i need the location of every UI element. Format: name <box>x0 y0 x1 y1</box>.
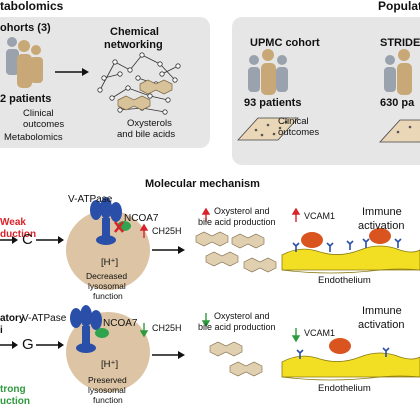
upmc-clinical: Clinical <box>278 116 309 127</box>
row2-cell-text-1: Preserved <box>88 375 127 385</box>
stride-title: STRIDE <box>380 37 420 49</box>
upmc-sample-plate-icon <box>237 117 299 141</box>
endothelium-2 <box>281 352 420 381</box>
flow-arrow-icon <box>55 68 89 76</box>
row1-immune-2: activation <box>358 220 405 232</box>
oxysterol-molecules-1 <box>195 231 277 273</box>
row2-cell-text-3: function <box>93 395 123 405</box>
row2-immune-1: Immune <box>362 305 402 317</box>
row1-side-label-1: Weak <box>0 217 26 228</box>
row2-side-label-3: trong <box>0 384 26 395</box>
row1-oxysterol-2: bile acid production <box>198 217 276 227</box>
upmc-outcomes: outcomes <box>278 127 320 138</box>
metabolomics-label: Metabolomics <box>4 132 63 143</box>
row2-immune-2: activation <box>358 319 405 331</box>
up-arrow-icons <box>139 207 301 238</box>
row2-ncoa7-label: NCOA7 <box>103 318 138 329</box>
row1-vatpase-label: V-ATPase <box>68 194 113 205</box>
endothelium-1 <box>281 245 420 274</box>
immune-cells-2 <box>329 338 351 354</box>
right-section-header: Populati <box>378 0 420 13</box>
row2-oxysterol-2: bile acid production <box>198 322 276 332</box>
allele-arrow-4 <box>36 341 64 349</box>
stride-sample-plate-icon <box>379 119 420 143</box>
oxysterol-molecules-2 <box>209 341 263 377</box>
immune-cells-1 <box>301 228 391 248</box>
left-section-header: tabolomics <box>0 0 64 13</box>
ch25h-arrow-2 <box>152 351 185 359</box>
row2-side-label-2: i <box>0 325 3 336</box>
row2-vatpase-label: V-ATPase <box>22 313 67 324</box>
vcam1-receptors-1 <box>292 238 402 252</box>
row2-oxysterol-1: Oxysterol and <box>214 311 270 321</box>
vcam1-receptors-2 <box>296 347 390 359</box>
allele-arrow-1 <box>0 236 18 244</box>
upmc-patients: 93 patients <box>244 97 302 109</box>
stride-people-icon <box>384 49 412 95</box>
ncoa7-icon-1 <box>114 221 131 233</box>
vatpase-icon-2 <box>70 305 102 353</box>
row1-ch25h: CH25H <box>152 226 182 236</box>
row1-vcam1: VCAM1 <box>304 211 336 221</box>
row1-immune-1: Immune <box>362 206 402 218</box>
row1-endothelium: Endothelium <box>318 275 371 286</box>
outcomes-label: outcomes <box>23 119 65 130</box>
upmc-people-icon <box>248 49 288 95</box>
ncoa7-icon-2 <box>95 328 109 338</box>
row2-cell-text-2: lysosomal <box>88 385 126 395</box>
row1-allele: C <box>22 231 33 248</box>
network-caption-1: Oxysterols <box>127 118 172 129</box>
row1-hplus: [H⁺] <box>101 257 119 268</box>
down-arrow-icons <box>139 313 301 343</box>
row2-ch25h: CH25H <box>152 323 182 333</box>
stride-patients: 630 pa <box>380 97 415 109</box>
cohort-people-icon <box>6 37 43 88</box>
row1-oxysterol-1: Oxysterol and <box>214 206 270 216</box>
row2-vcam1: VCAM1 <box>304 328 336 338</box>
patients-count: 2 patients <box>0 93 52 105</box>
ch25h-arrow-1 <box>152 246 185 254</box>
cohorts-title: ohorts (3) <box>0 22 51 34</box>
cell-1 <box>66 210 150 290</box>
row2-endothelium: Endothelium <box>318 383 371 394</box>
row2-hplus: [H⁺] <box>101 359 119 370</box>
allele-arrow-2 <box>36 236 64 244</box>
allele-arrow-3 <box>0 341 18 349</box>
row1-side-label-2: duction <box>0 229 37 240</box>
network-title-2: networking <box>104 39 163 51</box>
network-title-1: Chemical <box>110 26 159 38</box>
row1-cell-text-3: function <box>93 291 123 301</box>
row1-ncoa7-label: NCOA7 <box>124 213 159 224</box>
row2-side-label-1: atory <box>0 313 25 324</box>
row1-cell-text-2: lysosomal <box>88 281 126 291</box>
molecule-icons <box>117 79 173 111</box>
clinical-label: Clinical <box>23 108 54 119</box>
upmc-title: UPMC cohort <box>250 37 320 49</box>
network-caption-2: and bile acids <box>117 129 176 140</box>
row2-side-label-4: uction <box>0 396 30 407</box>
row1-cell-text-1: Decreased <box>86 271 128 281</box>
row2-allele: G <box>22 336 34 353</box>
vatpase-icon-1 <box>90 197 122 245</box>
mechanism-title: Molecular mechanism <box>145 178 260 190</box>
